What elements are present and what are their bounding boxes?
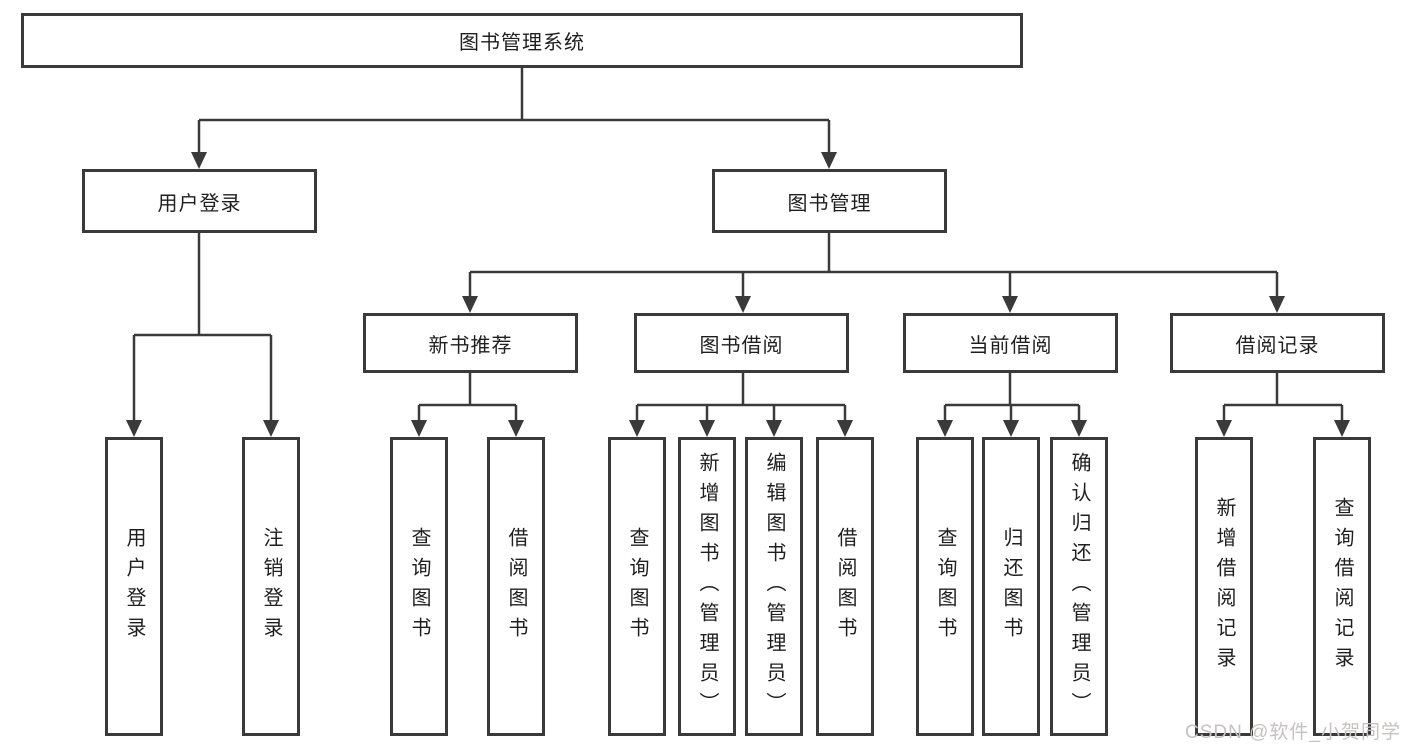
leaf-label: 新增借阅记录: [1213, 496, 1235, 677]
leaf-label: 新增图书（管理员）: [696, 451, 718, 722]
node-leaf-confirm-return-admin: 确认归还（管理员）: [1050, 437, 1108, 736]
node-leaf-borrow-books-2: 借阅图书: [816, 437, 874, 736]
leaf-label: 借阅图书: [834, 526, 856, 647]
node-leaf-logout: 注销登录: [242, 437, 300, 736]
node-leaf-add-borrow-record: 新增借阅记录: [1195, 437, 1253, 736]
node-leaf-user-login: 用户登录: [105, 437, 163, 736]
node-new-book-recommend: 新书推荐: [363, 313, 578, 373]
leaf-label: 借阅图书: [505, 526, 527, 647]
connector-line-path: [132, 68, 1344, 430]
node-leaf-query-books-2: 查询图书: [608, 437, 666, 736]
node-leaf-query-books-3: 查询图书: [916, 437, 974, 736]
node-borrow-records: 借阅记录: [1170, 313, 1385, 373]
leaf-label: 归还图书: [1000, 526, 1022, 647]
leaf-label: 查询借阅记录: [1331, 496, 1353, 677]
node-book-borrow: 图书借阅: [634, 313, 849, 373]
node-leaf-return-books: 归还图书: [982, 437, 1040, 736]
watermark: CSDN @软件_小贺同学: [1185, 722, 1401, 743]
leaf-label: 编辑图书（管理员）: [763, 451, 785, 722]
node-user-login-branch: 用户登录: [82, 169, 317, 233]
leaf-label: 查询图书: [408, 526, 430, 647]
leaf-label: 查询图书: [934, 526, 956, 647]
node-leaf-query-borrow-record: 查询借阅记录: [1313, 437, 1371, 736]
node-library-management-system: 图书管理系统: [21, 13, 1023, 68]
node-leaf-add-books-admin: 新增图书（管理员）: [678, 437, 736, 736]
leaf-label: 用户登录: [123, 526, 145, 647]
node-book-management-branch: 图书管理: [712, 169, 947, 233]
node-leaf-query-books-1: 查询图书: [390, 437, 448, 736]
node-leaf-edit-books-admin: 编辑图书（管理员）: [745, 437, 803, 736]
node-leaf-borrow-books-1: 借阅图书: [487, 437, 545, 736]
leaf-label: 注销登录: [260, 526, 282, 647]
leaf-label: 确认归还（管理员）: [1068, 451, 1090, 722]
leaf-label: 查询图书: [626, 526, 648, 647]
node-current-borrow: 当前借阅: [903, 313, 1118, 373]
